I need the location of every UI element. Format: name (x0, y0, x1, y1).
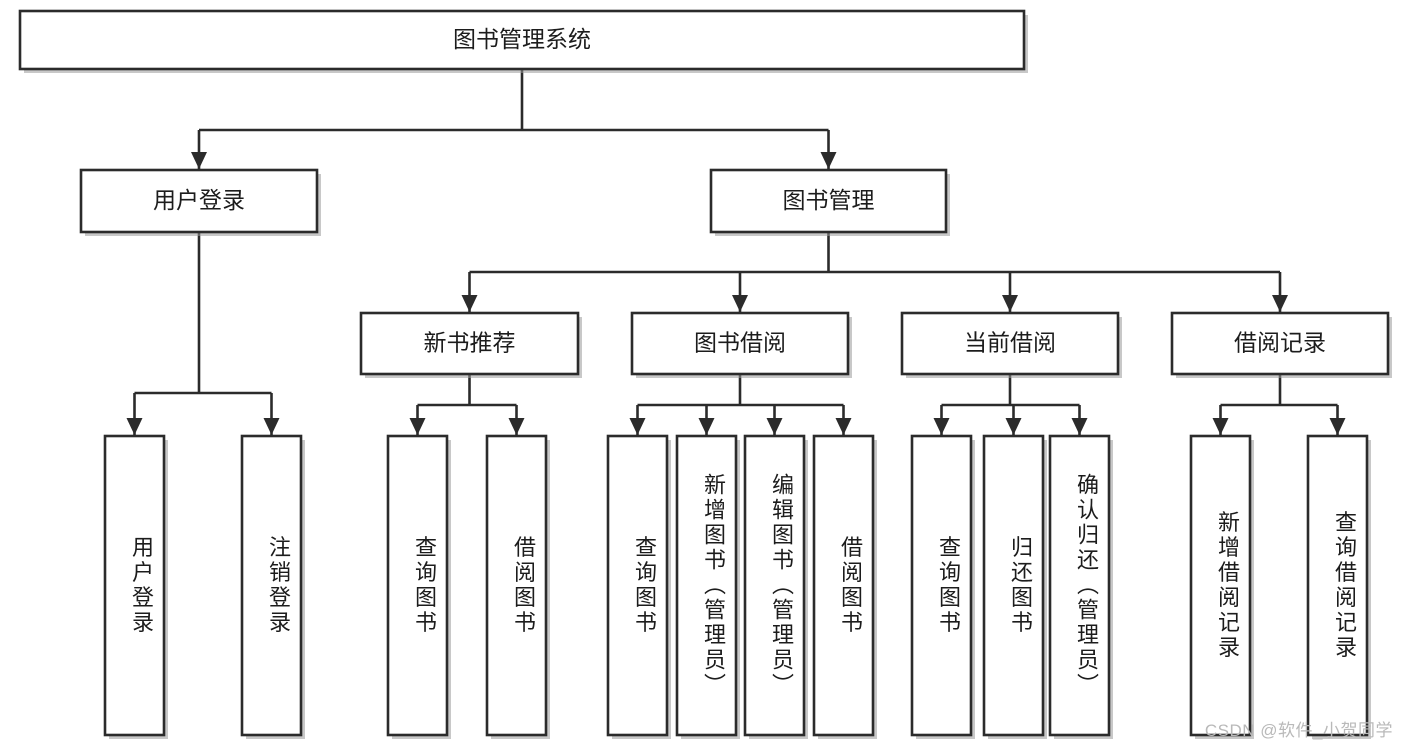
leaf-node[interactable]: 确认归还（管理员） (1048, 434, 1113, 739)
leaf-label: 查询图书 (632, 536, 657, 636)
leaf-box[interactable] (485, 434, 548, 737)
leaf-box[interactable] (240, 434, 303, 737)
level3-label: 图书借阅 (694, 330, 786, 356)
leaf-label: 用户登录 (129, 536, 154, 636)
leaf-label: 新增图书（管理员） (701, 473, 726, 698)
arrow-head-icon (126, 418, 143, 435)
leaf-box[interactable] (386, 434, 449, 737)
leaf-label: 查询借阅记录 (1332, 511, 1357, 661)
leaf-node[interactable]: 借阅图书 (485, 434, 550, 739)
level2-label: 用户登录 (153, 187, 245, 213)
leaf-label: 归还图书 (1008, 536, 1033, 636)
leaf-label: 确认归还（管理员） (1074, 473, 1099, 698)
level3-node[interactable]: 新书推荐 (359, 311, 582, 378)
leaf-box[interactable] (1306, 434, 1369, 737)
leaf-box[interactable] (1189, 434, 1252, 737)
leaf-label: 编辑图书（管理员） (769, 473, 794, 698)
leaf-box[interactable] (675, 434, 738, 737)
level3-label: 借阅记录 (1234, 330, 1326, 356)
arrow-head-icon (820, 152, 837, 169)
arrow-head-icon (263, 418, 280, 435)
arrow-head-icon (1005, 418, 1022, 435)
leaf-label: 借阅图书 (511, 536, 536, 636)
leaf-node[interactable]: 编辑图书（管理员） (743, 434, 808, 739)
arrow-head-icon (508, 418, 525, 435)
level3-node[interactable]: 图书借阅 (630, 311, 852, 378)
root-box[interactable] (18, 9, 1026, 71)
level3-node[interactable]: 借阅记录 (1170, 311, 1392, 378)
leaf-box[interactable] (910, 434, 973, 737)
arrow-head-icon (835, 418, 852, 435)
arrow-head-icon (766, 418, 783, 435)
level3-box[interactable] (630, 311, 850, 376)
leaf-node[interactable]: 用户登录 (103, 434, 168, 739)
leaf-node[interactable]: 新增图书（管理员） (675, 434, 740, 739)
watermark-text: CSDN @软件_小贺同学 (1204, 721, 1393, 740)
arrow-head-icon (629, 418, 646, 435)
leaf-node[interactable]: 注销登录 (240, 434, 305, 739)
level3-node[interactable]: 当前借阅 (900, 311, 1122, 378)
arrow-head-icon (1272, 295, 1288, 312)
arrow-head-icon (732, 295, 748, 312)
leaf-box[interactable] (103, 434, 166, 737)
leaf-node[interactable]: 归还图书 (982, 434, 1047, 739)
root-label: 图书管理系统 (453, 26, 591, 52)
arrow-head-icon (191, 152, 207, 169)
level2-box[interactable] (709, 168, 948, 234)
leaf-box[interactable] (982, 434, 1045, 737)
leaf-box[interactable] (743, 434, 806, 737)
arrow-head-icon (1071, 418, 1088, 435)
arrow-head-icon (1329, 418, 1346, 435)
leaf-node[interactable]: 新增借阅记录 (1189, 434, 1254, 739)
leaf-label: 借阅图书 (838, 536, 863, 636)
node-layer: 图书管理系统用户登录图书管理新书推荐图书借阅当前借阅借阅记录用户登录注销登录查询… (18, 9, 1392, 739)
arrow-head-icon (698, 418, 715, 435)
level3-label: 当前借阅 (964, 330, 1056, 356)
level3-box[interactable] (1170, 311, 1390, 376)
leaf-node[interactable]: 查询图书 (386, 434, 451, 739)
level2-node[interactable]: 用户登录 (79, 168, 321, 236)
leaf-label: 新增借阅记录 (1215, 511, 1240, 661)
leaf-node[interactable]: 查询借阅记录 (1306, 434, 1371, 739)
connector-layer (126, 69, 1346, 435)
level2-node[interactable]: 图书管理 (709, 168, 950, 236)
level3-label: 新书推荐 (424, 330, 516, 356)
leaf-label: 注销登录 (266, 536, 291, 636)
arrow-head-icon (461, 295, 478, 312)
leaf-box[interactable] (812, 434, 875, 737)
leaf-box[interactable] (606, 434, 669, 737)
level3-box[interactable] (359, 311, 580, 376)
leaf-box[interactable] (1048, 434, 1111, 737)
level3-box[interactable] (900, 311, 1120, 376)
arrow-head-icon (1212, 418, 1229, 435)
leaf-node[interactable]: 查询图书 (910, 434, 975, 739)
leaf-node[interactable]: 借阅图书 (812, 434, 877, 739)
leaf-label: 查询图书 (936, 536, 961, 636)
arrow-head-icon (409, 418, 426, 435)
root-node[interactable]: 图书管理系统 (18, 9, 1028, 73)
arrow-head-icon (1002, 295, 1018, 312)
leaf-label: 查询图书 (412, 536, 437, 636)
arrow-head-icon (933, 418, 950, 435)
level2-box[interactable] (79, 168, 319, 234)
leaf-node[interactable]: 查询图书 (606, 434, 671, 739)
level2-label: 图书管理 (783, 187, 875, 213)
